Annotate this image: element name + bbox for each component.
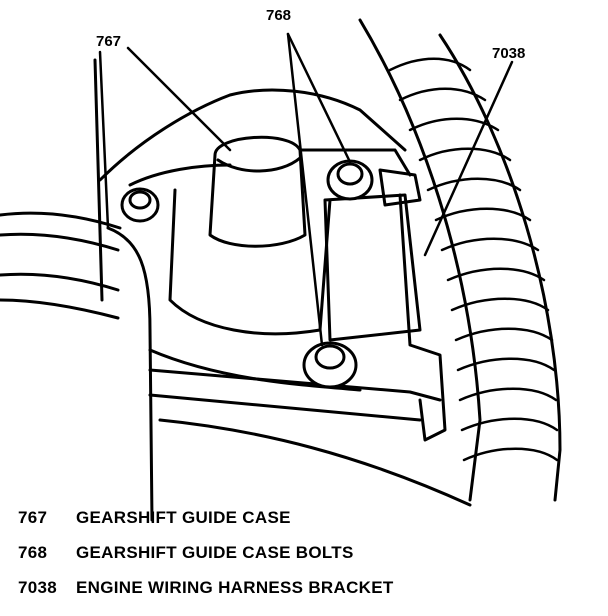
harness-bracket-arm	[398, 193, 447, 442]
legend-description: GEARSHIFT GUIDE CASE	[76, 508, 291, 527]
callout-767: 767	[96, 33, 121, 50]
legend-row: 768 GEARSHIFT GUIDE CASE BOLTS	[18, 543, 598, 578]
legend-code: 767	[18, 508, 48, 527]
legend-description: ENGINE WIRING HARNESS BRACKET	[76, 578, 394, 597]
housing-lower-edge	[106, 226, 154, 522]
harness-bracket-plate	[323, 193, 422, 342]
harness-conduit-inner	[438, 33, 562, 502]
case-bottom-curve	[158, 418, 472, 507]
bolt-bottom	[302, 341, 358, 389]
callout-768: 768	[266, 7, 291, 24]
leader-767-a	[126, 46, 232, 152]
harness-bracket-tab	[378, 168, 422, 207]
legend-description: GEARSHIFT GUIDE CASE BOLTS	[76, 543, 354, 562]
harness-conduit-ribs	[388, 57, 559, 462]
harness-conduit-outer	[358, 18, 482, 502]
leader-768-a	[286, 32, 352, 164]
leader-768-b	[286, 32, 324, 347]
guide-case-dome	[208, 135, 307, 248]
guide-case-body	[168, 188, 332, 336]
legend-row: 7038 ENGINE WIRING HARNESS BRACKET	[18, 578, 598, 613]
housing-outline	[93, 58, 407, 302]
legend-code: 7038	[18, 578, 58, 597]
case-flange	[148, 368, 442, 422]
bolt-left	[120, 187, 160, 223]
leader-767-b	[98, 50, 110, 230]
leader-7038	[423, 60, 514, 257]
guide-case-rim	[128, 148, 412, 187]
parts-legend: 767 GEARSHIFT GUIDE CASE 768 GEARSHIFT G…	[18, 508, 598, 613]
left-hose	[0, 211, 122, 320]
case-step	[148, 348, 362, 392]
bolt-top-right	[326, 159, 374, 201]
legend-code: 768	[18, 543, 48, 562]
callout-7038: 7038	[492, 45, 525, 62]
legend-row: 767 GEARSHIFT GUIDE CASE	[18, 508, 598, 543]
